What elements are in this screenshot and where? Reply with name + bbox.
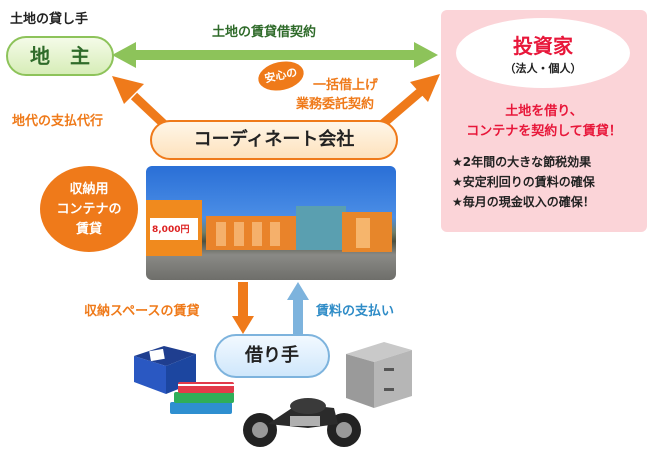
investor-desc-1: 土地を借り、 (505, 104, 583, 119)
land-lease-label: 土地の賃貸借契約 (212, 25, 317, 40)
investor-title: 投資家 (513, 34, 573, 58)
landlord-name: 地 主 (30, 44, 90, 68)
photo-art (146, 200, 392, 256)
payment-label: 賃料の支払い (316, 304, 395, 319)
storage-line: 収納用 (69, 182, 109, 197)
coordinator-box: コーディネート会社 (150, 120, 398, 160)
badge-text: 安心の (263, 65, 299, 86)
storage-line: 賃貸 (75, 222, 102, 237)
container-yard-photo: 8,000円 (146, 166, 396, 280)
benefit-item: ★2年間の大きな節税効果 (452, 155, 592, 169)
land-rent-label: 地代の支払代行 (12, 114, 104, 129)
benefit-item: ★毎月の現金収入の確保！ (452, 195, 595, 209)
benefit-item: ★安定利回りの賃料の確保 (452, 175, 595, 189)
coordinator-name: コーディネート会社 (193, 129, 355, 150)
arrow-down-lease (232, 282, 254, 334)
master-lease-line1: 一括借上げ (313, 78, 379, 93)
file-cabinet-illustration (346, 342, 412, 408)
arrow-to-landlord (112, 76, 172, 132)
storage-rental-circle (40, 166, 138, 252)
arrow-to-investor (375, 74, 440, 132)
arrow-up-payment (287, 282, 309, 334)
landlord-caption: 土地の貸し手 (10, 12, 89, 27)
books-illustration (170, 382, 234, 414)
storage-line: コンテナの (56, 202, 122, 217)
investor-subtitle: （法人・個人） (504, 62, 582, 75)
landlord-box: 地 主 (6, 36, 114, 76)
investor-desc-2: コンテナを契約して賃貸！ (466, 124, 622, 139)
lease-label: 収納スペースの賃貸 (84, 304, 200, 319)
land-lease-arrow (112, 42, 438, 68)
investor-oval (456, 18, 630, 88)
tenant-box: 借り手 (214, 334, 330, 378)
master-lease-line2: 業務委託契約 (296, 97, 375, 112)
photo-sign-text: 8,000円 (152, 225, 190, 235)
motorcycle-illustration (243, 398, 361, 447)
tenant-name: 借り手 (245, 345, 299, 366)
